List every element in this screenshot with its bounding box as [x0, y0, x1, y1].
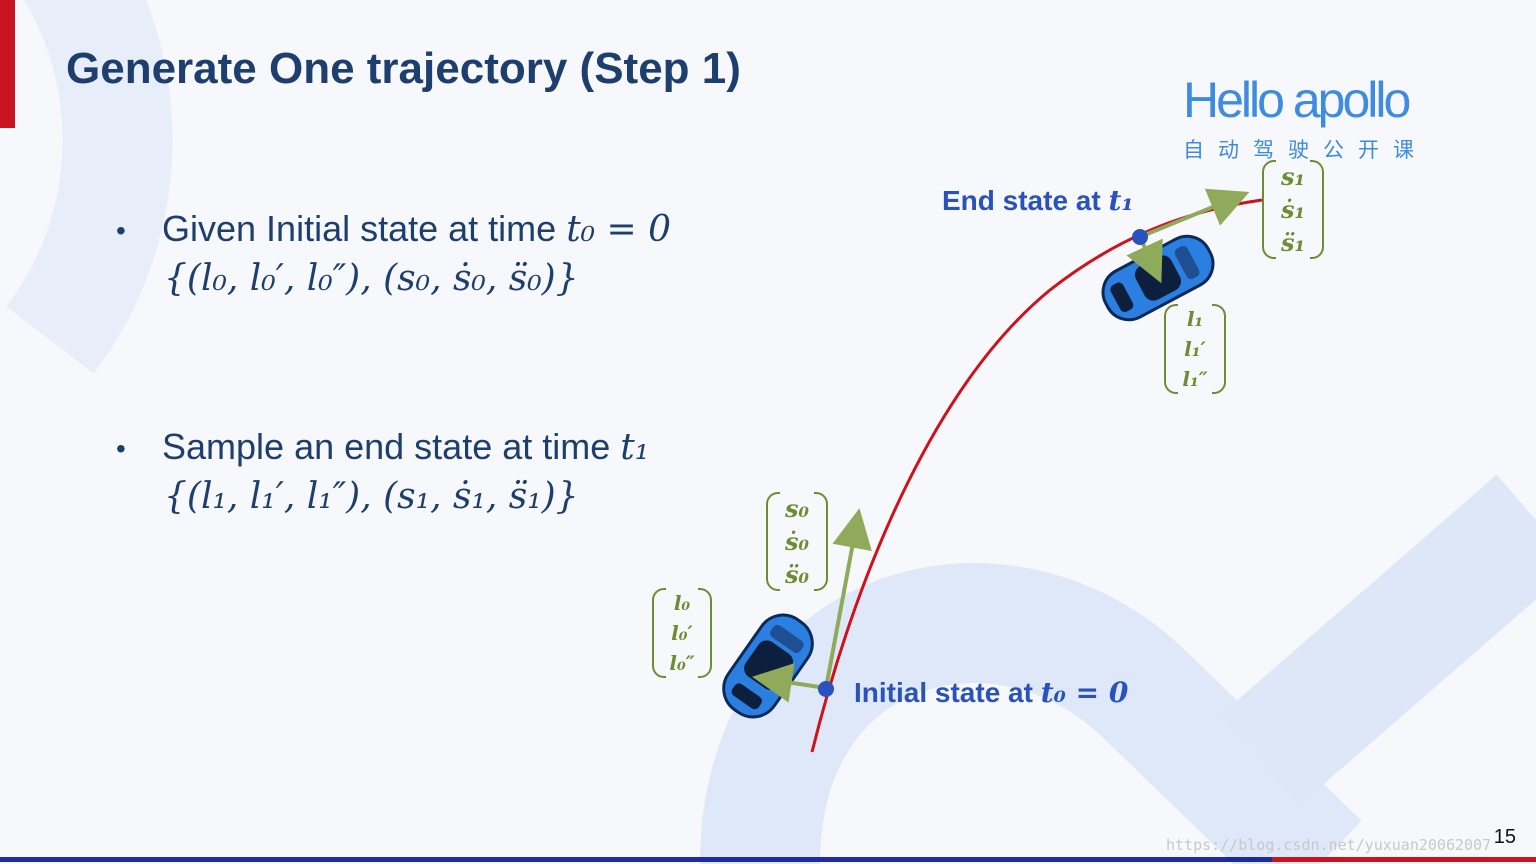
end-s-arrow [1139, 188, 1250, 239]
initial-car [722, 613, 814, 719]
bullet-math: t₀ = 0 [566, 209, 672, 250]
initial-state-label: Initial state at t₀ = 0 [854, 676, 1128, 709]
bullet-dot: • [116, 215, 126, 247]
initial-state-formula: {(l₀, l₀′, l₀″), (s₀, ṡ₀, s̈₀)} [164, 258, 579, 299]
end-label-text: End state at [942, 185, 1109, 216]
slide-title: Generate One trajectory (Step 1) [66, 44, 741, 93]
end-state-label: End state at t₁ [942, 184, 1134, 217]
end-state-formula: {(l₁, l₁′, l₁″), (s₁, ṡ₁, s̈₁)} [164, 476, 579, 517]
bullet-text: Sample an end state at time [162, 426, 621, 467]
initial-point [818, 681, 834, 697]
end-label-math: t₁ [1108, 184, 1134, 217]
initial-l-arrow [752, 663, 827, 703]
footer-bar-accent [1272, 857, 1536, 862]
end-s-vector: s₁ ṡ₁ s̈₁ [1262, 160, 1324, 259]
bullet-text: Given Initial state at time [162, 208, 567, 249]
end-l-vector: l₁ l₁′ l₁″ [1164, 304, 1226, 394]
hello-apollo-logo: Hello apollo 自动驾驶公开课 [1183, 72, 1463, 164]
bullet-math: t₁ [620, 427, 650, 468]
initial-label-math: t₀ = 0 [1040, 676, 1129, 709]
footer-bar [0, 857, 1536, 862]
end-point [1132, 229, 1148, 245]
logo-name: Hello apollo [1183, 72, 1411, 128]
initial-s-arrow [824, 508, 872, 689]
initial-s-vector: s₀ ṡ₀ s̈₀ [766, 492, 828, 591]
initial-l-vector: l₀ l₀′ l₀″ [652, 588, 712, 678]
page-number: 15 [1493, 826, 1516, 848]
bullet-dot: • [116, 433, 126, 465]
bullet-end-state: • Sample an end state at time t₁ [116, 426, 649, 468]
watermark: https://blog.csdn.net/yuxuan20062007 [1166, 836, 1492, 854]
initial-label-text: Initial state at [854, 677, 1041, 708]
title-accent-bar [0, 0, 15, 128]
bullet-initial-state: • Given Initial state at time t₀ = 0 [116, 208, 671, 250]
logo-subtitle: 自动驾驶公开课 [1183, 138, 1428, 162]
